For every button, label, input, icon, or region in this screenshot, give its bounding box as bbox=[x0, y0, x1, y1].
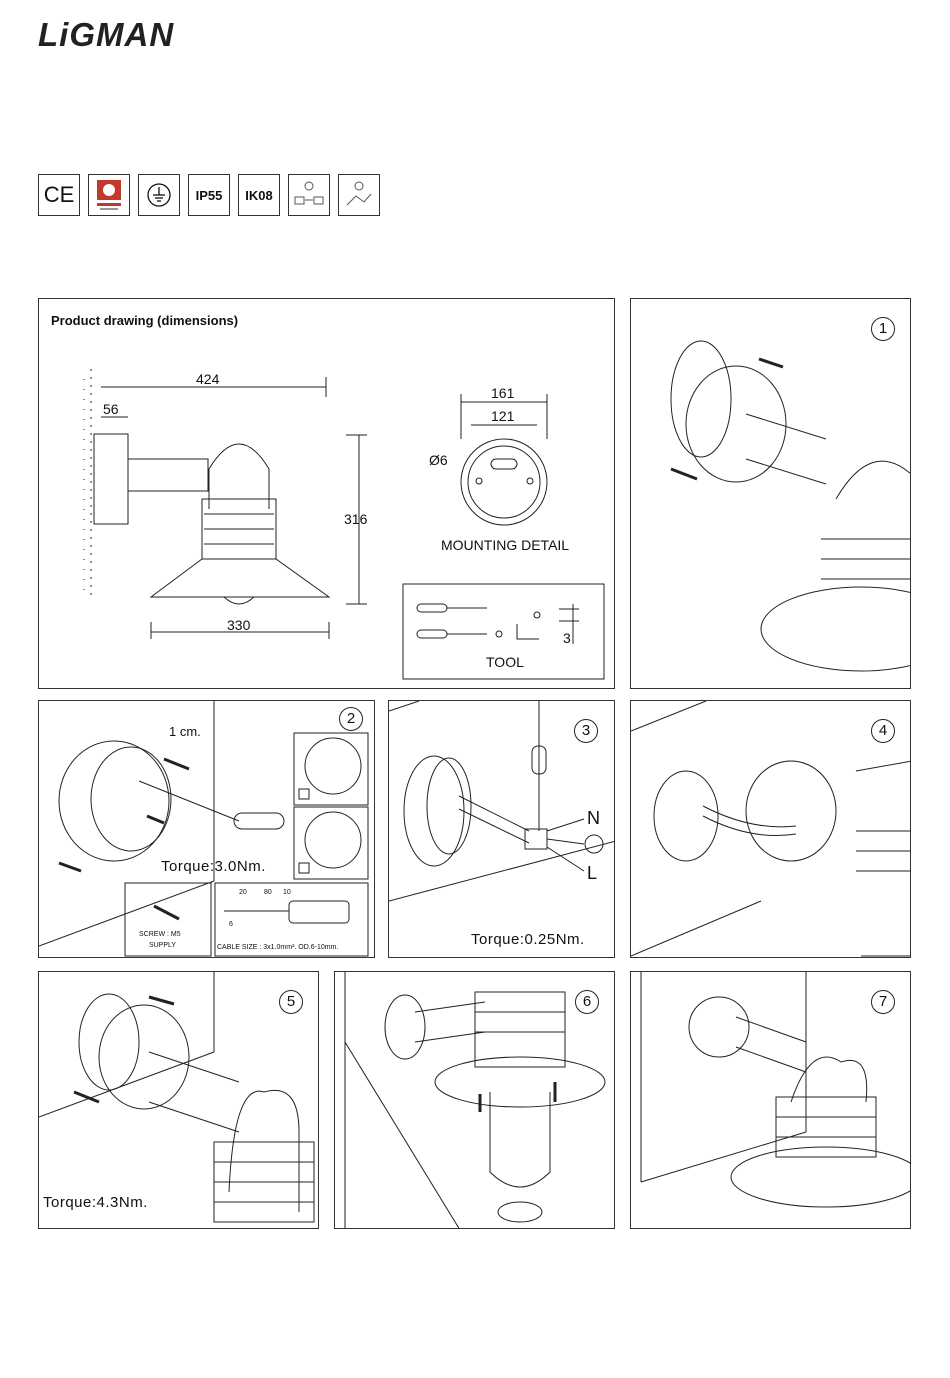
step-6-illustration bbox=[335, 972, 615, 1229]
brand-logo: LiGMAN bbox=[38, 16, 174, 54]
tool-dim: 3 bbox=[563, 630, 571, 646]
dim-width: 330 bbox=[227, 617, 250, 633]
step-number: 7 bbox=[871, 990, 895, 1014]
step-number: 6 bbox=[575, 990, 599, 1014]
mounting-detail-label: MOUNTING DETAIL bbox=[441, 537, 569, 553]
ip-rating-badge: IP55 bbox=[188, 174, 230, 216]
product-drawing bbox=[39, 299, 615, 689]
step-1-panel: 1 bbox=[630, 298, 911, 689]
torque-label: Torque:0.25Nm. bbox=[471, 931, 585, 948]
terminal-l-label: L bbox=[587, 863, 597, 884]
strip-len-6: 6 bbox=[229, 921, 233, 928]
step-4-panel: 4 bbox=[630, 700, 911, 958]
measure-label: 1 cm. bbox=[169, 724, 201, 739]
quality-seal-icon bbox=[88, 174, 130, 216]
supply-label: SUPPLY bbox=[149, 942, 176, 949]
terminal-n-label: N bbox=[587, 808, 600, 829]
strip-len-20: 20 bbox=[239, 889, 247, 896]
strip-len-80: 80 bbox=[264, 889, 272, 896]
step-6-panel: 6 bbox=[334, 971, 615, 1229]
torque-label: Torque:4.3Nm. bbox=[43, 1194, 148, 1211]
torque-label: Torque:3.0Nm. bbox=[161, 858, 266, 875]
step-7-panel: 7 bbox=[630, 971, 911, 1229]
installation-tool-icon bbox=[338, 174, 380, 216]
step-number: 3 bbox=[574, 719, 598, 743]
dim-length: 424 bbox=[196, 371, 219, 387]
screw-label: SCREW : M5 bbox=[139, 931, 181, 938]
dim-base: 56 bbox=[103, 401, 119, 417]
step-7-illustration bbox=[631, 972, 911, 1229]
tool-label: TOOL bbox=[486, 654, 524, 670]
ik-rating-badge: IK08 bbox=[238, 174, 280, 216]
certification-row: CE IP55 IK08 bbox=[38, 174, 380, 216]
step-3-panel: 3 N L Torque:0.25Nm. bbox=[388, 700, 615, 958]
dim-height: 316 bbox=[344, 511, 367, 527]
step-2-illustration bbox=[39, 701, 375, 958]
installation-height-icon bbox=[288, 174, 330, 216]
step-number: 2 bbox=[339, 707, 363, 731]
dim-hole: Ø6 bbox=[429, 452, 448, 468]
dimensions-panel: Product drawing (dimensions) bbox=[38, 298, 615, 689]
dim-inner-dia: 121 bbox=[491, 408, 514, 424]
step-5-panel: 5 Torque:4.3Nm. bbox=[38, 971, 319, 1229]
cable-size-label: CABLE SIZE : 3x1.0mm². OD.6-10mm. bbox=[217, 944, 338, 951]
step-1-illustration bbox=[631, 299, 911, 689]
ce-mark-icon: CE bbox=[38, 174, 80, 216]
step-number: 1 bbox=[871, 317, 895, 341]
step-number: 5 bbox=[279, 990, 303, 1014]
dim-outer-dia: 161 bbox=[491, 385, 514, 401]
strip-len-10: 10 bbox=[283, 889, 291, 896]
step-4-illustration bbox=[631, 701, 911, 958]
step-2-panel: 1 cm. 2 Torque:3.0Nm. 20 80 10 6 SCREW :… bbox=[38, 700, 375, 958]
step-5-illustration bbox=[39, 972, 319, 1229]
step-number: 4 bbox=[871, 719, 895, 743]
earth-ground-icon bbox=[138, 174, 180, 216]
